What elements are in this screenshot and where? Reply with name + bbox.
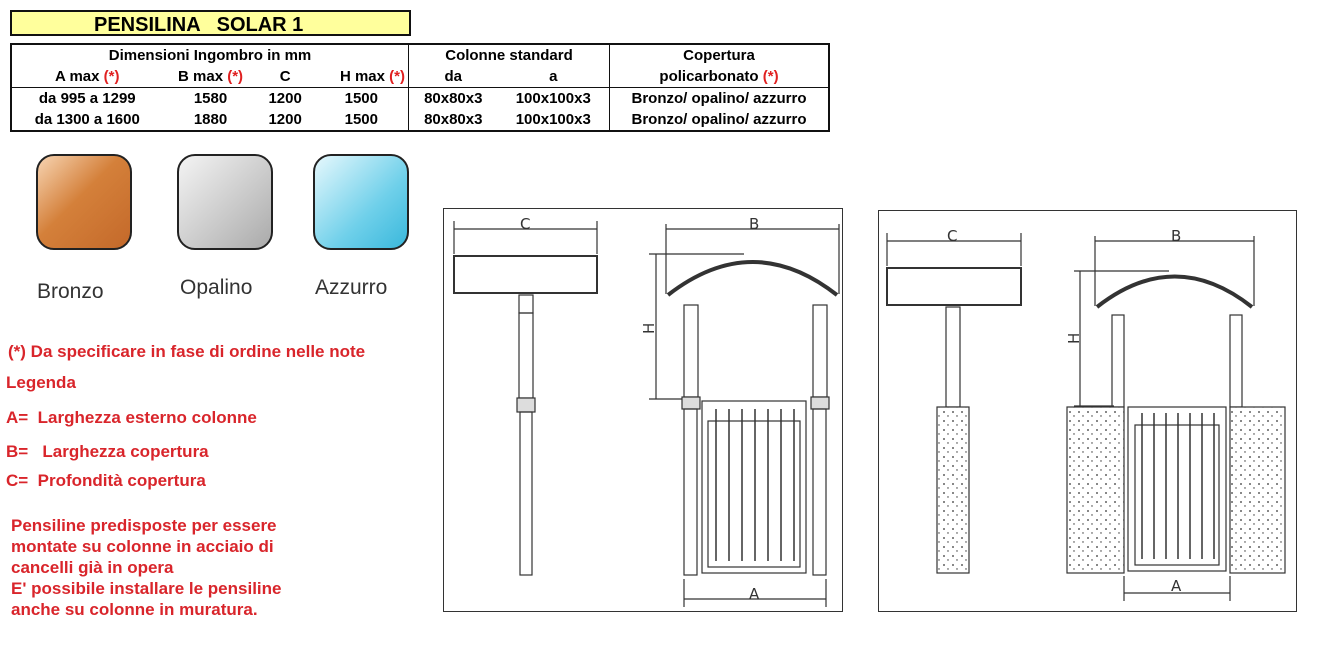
swatch-label: Opalino bbox=[180, 276, 253, 299]
header-h-max: H max (*) bbox=[339, 68, 405, 85]
label-h: H bbox=[640, 323, 658, 334]
cell: Bronzo/ opalino/ azzurro bbox=[609, 109, 829, 131]
header-dimensions: Dimensioni Ingombro in mm bbox=[108, 47, 312, 64]
cell: 1500 bbox=[311, 87, 409, 109]
cell: da 995 a 1299 bbox=[11, 87, 163, 109]
specify-note: (*) Da specificare in fase di ordine nel… bbox=[8, 342, 366, 361]
cell: 1580 bbox=[162, 87, 259, 109]
diagram-masonry-columns: C B H A bbox=[878, 210, 1297, 612]
cell: 1200 bbox=[258, 87, 312, 109]
cell: 100x100x3 bbox=[497, 87, 610, 109]
cell: 80x80x3 bbox=[407, 87, 498, 109]
header-da: da bbox=[407, 66, 498, 88]
front-view bbox=[649, 224, 840, 607]
header-cover: Copertura bbox=[609, 44, 829, 66]
side-view bbox=[886, 233, 1022, 574]
header-policarbonato: policarbonato (*) bbox=[609, 66, 829, 88]
label-c: C bbox=[947, 227, 957, 245]
dimensions-table: Dimensioni Ingombro in mm Colonne standa… bbox=[10, 43, 830, 132]
cell: 1880 bbox=[193, 111, 228, 128]
label-b: B bbox=[749, 215, 759, 233]
side-view bbox=[453, 221, 598, 576]
header-a-max: A max (*) bbox=[55, 68, 120, 85]
swatch-label: Azzurro bbox=[315, 276, 388, 299]
swatch-label: Bronzo bbox=[37, 280, 104, 303]
swatch-azzurro bbox=[313, 154, 409, 250]
table-row: da 995 a 1299 1580 1200 1500 80x80x3 100… bbox=[11, 87, 829, 109]
cell: 100x100x3 bbox=[515, 111, 591, 128]
label-b: B bbox=[1171, 227, 1181, 245]
legend-a: A= Larghezza esterno colonne bbox=[6, 408, 257, 427]
label-c: C bbox=[520, 215, 530, 233]
header-a: a bbox=[549, 68, 558, 85]
header-c: C bbox=[279, 68, 291, 85]
cell: da 1300 a 1600 bbox=[34, 111, 140, 128]
label-a: A bbox=[749, 585, 760, 603]
cell: Bronzo/ opalino/ azzurro bbox=[609, 87, 829, 109]
label-a: A bbox=[1171, 577, 1182, 595]
legend-b: B= Larghezza copertura bbox=[6, 442, 209, 461]
swatch-opalino bbox=[177, 154, 273, 250]
label-h: H bbox=[1065, 333, 1083, 344]
header-b-max: B max (*) bbox=[178, 68, 244, 85]
legend-c: C= Profondità copertura bbox=[6, 471, 206, 490]
front-view bbox=[1066, 236, 1286, 601]
header-columns: Colonne standard bbox=[408, 44, 610, 66]
legend-title: Legenda bbox=[6, 373, 76, 392]
table-row: da 1300 a 1600 1880 1200 1500 80x80x3 10… bbox=[11, 109, 829, 131]
swatch-bronzo bbox=[36, 154, 132, 250]
cell: 1500 bbox=[344, 111, 378, 128]
page-title: PENSILINA SOLAR 1 bbox=[10, 10, 411, 36]
diagram-steel-columns: C B H A bbox=[443, 208, 843, 612]
cell: 80x80x3 bbox=[407, 109, 498, 131]
cell: 1200 bbox=[268, 111, 302, 128]
